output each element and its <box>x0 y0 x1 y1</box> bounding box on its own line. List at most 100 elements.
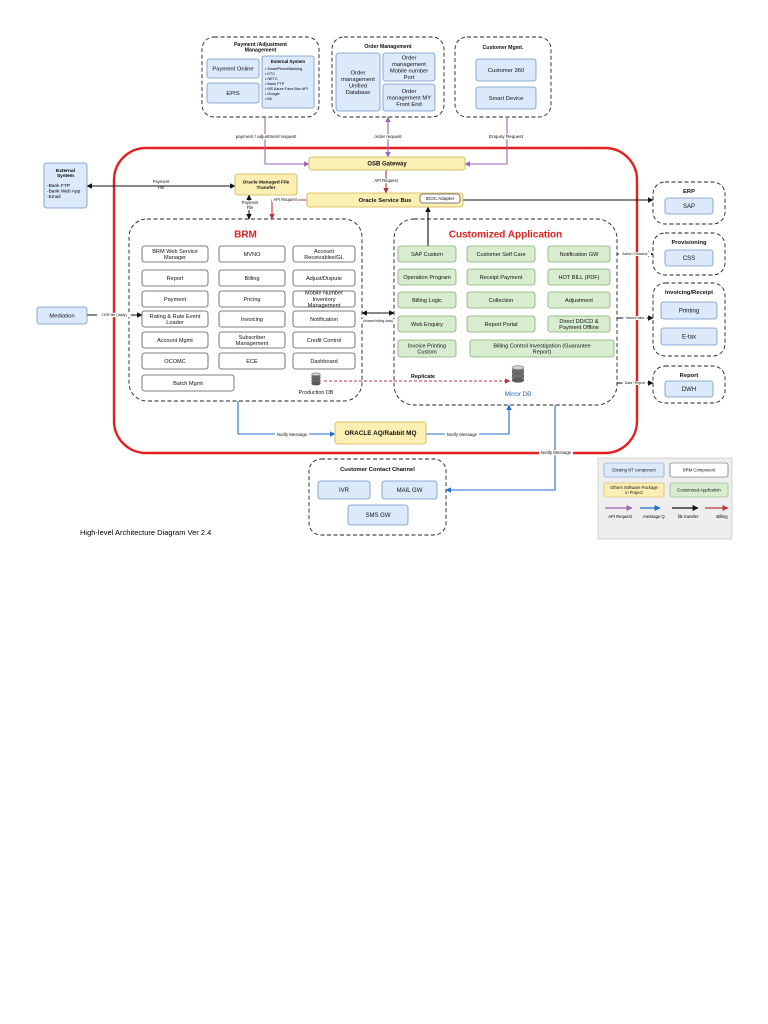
brm-notification-box-label: Notification <box>310 317 338 323</box>
legend-brm-component-label: BRM Component <box>683 467 716 472</box>
mail-gw-box-label: MAIL GW <box>397 488 423 494</box>
mail-gw-box: MAIL GW <box>381 480 438 500</box>
brm-ocomc-box: OCOMC <box>141 352 209 370</box>
erp-group: ERP <box>652 181 726 225</box>
brm-billing-box-label: Billing <box>245 276 260 282</box>
report-group-title: Report <box>680 373 699 379</box>
brm-report-box: Report <box>141 269 209 287</box>
brm-batch-mgmt-box-label: Batch Mgmt <box>173 381 203 387</box>
brm-mvno-box: MVNO <box>218 245 286 263</box>
custom-operation-program-box: Operation Program <box>397 268 457 286</box>
customer-360-box: Customer 360 <box>475 58 537 82</box>
provisioning-connector-label: Active / Deactive <box>622 252 647 256</box>
printing-box-label: Printing <box>679 309 699 315</box>
brm-invoicing-box-label: Invoicing <box>241 317 263 323</box>
legend-existing-nt <box>603 462 665 478</box>
osb-gateway-box-label: OSB Gateway <box>367 162 407 168</box>
custom-hot-bill-pdf-box: HOT BILL (PDF) <box>547 268 611 286</box>
payment-file-label-bottom: File <box>158 185 165 190</box>
osb-gateway-box: OSB Gateway <box>308 156 466 171</box>
custom-billing-control-box-label: Billing Control Investigation (Guarantee… <box>493 343 590 355</box>
customer-to-osb-arrow <box>464 117 508 167</box>
brm-pricing-box: Pricing <box>218 290 286 308</box>
production-db-label: Production DB <box>299 390 334 396</box>
legend-message-q-label: message Q <box>643 514 665 519</box>
custom-operation-program-box-label: Operation Program <box>403 275 451 281</box>
custom-collection-box-label: Collection <box>489 298 514 304</box>
custom-notification-gw-box: Notification GW <box>547 245 611 263</box>
custom-web-enquiry-box: Web Enquiry <box>397 315 457 333</box>
oracle-aq-rabbit-mq-box-label: ORACLE AQ/Rabbit MQ <box>345 430 417 437</box>
custom-web-enquiry-box-label: Web Enquiry <box>411 322 443 328</box>
custom-sap-custom-box: SAP Custom <box>397 245 457 263</box>
brm-pricing-box-label: Pricing <box>243 297 260 303</box>
notify-message-down-label: Notify Message <box>541 450 572 455</box>
custom-billing-logic-box-label: Billing Logic <box>412 298 442 304</box>
custom-app-group-title: Customized Application <box>449 230 563 241</box>
external-system-item: -Bank Web App <box>47 188 81 194</box>
external-system-list-item: • Google <box>265 92 280 96</box>
printing-box: Printing <box>660 301 718 320</box>
invoicing-group-title: Invoicing/Receipt <box>665 290 713 296</box>
external-system-item: -Email <box>47 194 61 200</box>
brm-payment-box: Payment <box>141 290 209 308</box>
etax-box-label: E-tax <box>682 335 696 341</box>
brm-ocomc-box-label: OCOMC <box>164 359 185 365</box>
customer-contact-group: Customer Contact Channel <box>308 458 447 536</box>
brm-account-mgmt-box: Account Mgmt <box>141 331 209 349</box>
mediation-box-label: Mediation <box>49 314 74 320</box>
brm-invoicing-box: Invoicing <box>218 310 286 328</box>
diagram-caption: High-level Architecture Diagram Ver 2.4 <box>80 528 212 537</box>
replicate-label: Replicate <box>411 374 435 380</box>
sap-box-label: SAP <box>683 204 695 210</box>
payment-request-label: payment / adjustment request <box>236 134 297 139</box>
external-system-list-item: • KTC <box>265 72 275 76</box>
custom-adjustment-box: Adjustment <box>547 291 611 309</box>
mirror-db-icon <box>511 365 525 383</box>
payment-to-osb-arrow <box>264 117 310 167</box>
css-box-label: CSS <box>683 256 695 262</box>
brm-ece-box-label: ECE <box>246 359 258 365</box>
sap-box: SAP <box>664 197 714 215</box>
order-management-group: Order Management <box>331 36 445 118</box>
order-management-group-title: Order Management <box>364 44 412 50</box>
brm-group: BRM <box>128 218 363 402</box>
enquiry-request-label: Enquiry Request <box>489 134 524 139</box>
api-request-mid-label: API Request <box>273 197 297 202</box>
external-system-list-item: • NETC <box>265 77 278 81</box>
custom-to-contact-arrow <box>445 405 556 493</box>
ivr-box: IVR <box>317 480 371 500</box>
idoc-adapter-box: IDOC Adapter <box>419 193 461 204</box>
legend-file-transfer-label: file transfer <box>678 514 699 519</box>
legend-brm-component <box>669 462 729 478</box>
brm-payment-box-label: Payment <box>164 297 187 303</box>
external-system-item: -Bank FTP <box>47 183 70 189</box>
brm-adjust-dispute-box-label: Adjust/Dispute <box>306 276 342 282</box>
brm-mvno-box-label: MVNO <box>244 252 261 258</box>
custom-hot-bill-pdf-box-label: HOT BILL (PDF) <box>558 275 599 281</box>
customer-contact-group-title: Customer Contact Channel <box>340 467 415 473</box>
custom-notification-gw-box-label: Notification GW <box>560 252 600 258</box>
legend-customized-app-label: Customized Application <box>677 487 721 492</box>
etax-box: E-tax <box>660 327 718 346</box>
ivr-box-label: IVR <box>339 488 350 494</box>
brm-billing-box: Billing <box>218 269 286 287</box>
